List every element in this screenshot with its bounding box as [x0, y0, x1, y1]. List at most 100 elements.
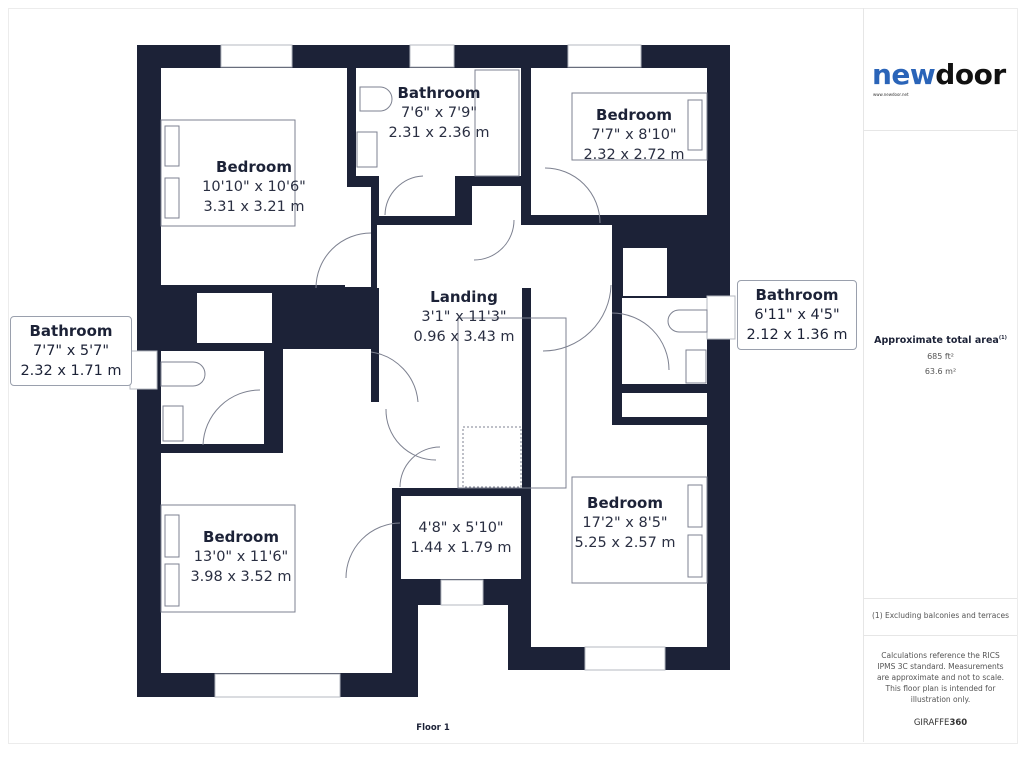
bed — [160, 119, 296, 227]
divider — [864, 635, 1017, 636]
room-size-imperial: 6'11" x 4'5" — [754, 307, 840, 323]
area-title: Approximate total area(1) — [864, 335, 1017, 346]
bed-pillow — [164, 514, 180, 558]
door-swing — [399, 446, 441, 488]
bed-pillow — [164, 563, 180, 607]
door-swing — [611, 312, 670, 371]
bathroom-top-floor — [356, 68, 521, 176]
room-size-metric: 3.31 x 3.21 m — [203, 199, 305, 215]
room-interiors — [161, 68, 707, 673]
disclaimer: Calculations reference the RICS IPMS 3C … — [876, 651, 1005, 704]
room-size-imperial: 10'10" x 10'6" — [202, 179, 306, 195]
door-swing — [202, 389, 261, 446]
room-name: Landing — [430, 288, 498, 306]
footnote-mark: (1) — [998, 335, 1007, 341]
cupboard-floor — [472, 186, 521, 226]
window — [129, 350, 158, 390]
window — [567, 44, 642, 68]
room-label-landing: Landing 3'1" x 11'3" 0.96 x 3.43 m — [413, 287, 514, 347]
bathroom-left-shower — [197, 293, 272, 343]
giraffe360-brand: GIRAFFE360 — [864, 718, 1017, 728]
room-size-imperial: 17'2" x 8'5" — [582, 515, 668, 531]
room-label-small-room: 4'8" x 5'10" 1.44 x 1.79 m — [410, 518, 511, 558]
footnote: (1) Excluding balconies and terraces — [872, 611, 1009, 620]
bed-pillow — [687, 534, 703, 578]
stair-landing — [462, 426, 522, 488]
sink — [356, 131, 378, 168]
bed — [160, 504, 296, 613]
toilet — [359, 86, 393, 112]
room-size-imperial: 13'0" x 11'6" — [193, 549, 289, 565]
bedroom-br-floor — [531, 425, 707, 647]
windows — [129, 44, 736, 698]
room-size-metric: 2.32 x 1.71 m — [20, 363, 122, 379]
area-ft: 685 ft² — [927, 352, 954, 361]
window — [214, 673, 341, 698]
room-name: Bathroom — [397, 84, 481, 102]
right-cupboard — [622, 393, 707, 417]
room-size-imperial: 7'6" x 7'9" — [400, 105, 478, 121]
divider — [864, 130, 1017, 131]
room-name: Bedroom — [587, 494, 663, 512]
room-name: Bedroom — [596, 106, 672, 124]
brand-part-2: 360 — [949, 718, 968, 728]
window — [584, 646, 666, 671]
room-size-metric: 2.31 x 2.36 m — [388, 125, 490, 141]
room-label-bedroom-bl: Bedroom 13'0" x 11'6" 3.98 x 3.52 m — [190, 527, 291, 587]
stairs — [457, 317, 567, 489]
bathroom-left-floor — [161, 351, 264, 444]
area-m: 63.6 m² — [924, 367, 957, 376]
callout-bathroom-right: Bathroom 6'11" x 4'5" 2.12 x 1.36 m — [737, 280, 857, 350]
window — [706, 295, 736, 340]
bedroom-tl-floor — [161, 68, 347, 285]
room-name: Bedroom — [216, 158, 292, 176]
corridor-floor — [283, 349, 371, 402]
sink — [685, 349, 707, 384]
area-title-text: Approximate total area — [874, 335, 999, 347]
door-swing — [384, 175, 424, 216]
landing-right — [531, 288, 612, 428]
room-size-metric: 2.32 x 2.72 m — [583, 147, 685, 163]
callout-bathroom-left: Bathroom 7'7" x 5'7" 2.32 x 1.71 m — [10, 316, 132, 386]
bathroom-top-lower — [379, 176, 455, 216]
door-swing — [473, 219, 515, 261]
room-size-metric: 5.25 x 2.57 m — [574, 535, 676, 551]
room-label-bathroom-top: Bathroom 7'6" x 7'9" 2.31 x 2.36 m — [388, 83, 489, 143]
room-label-bedroom-tl: Bedroom 10'10" x 10'6" 3.31 x 3.21 m — [202, 157, 306, 217]
room-size-imperial: 7'7" x 8'10" — [591, 127, 677, 143]
bed-pillow — [164, 125, 180, 167]
bathroom-right-shower — [623, 248, 667, 296]
bedroom-bl-floor — [161, 453, 392, 673]
logo-tagline: www.newdoor.net — [873, 92, 909, 97]
room-name: Bedroom — [203, 528, 279, 546]
window — [220, 44, 293, 68]
bed — [571, 92, 708, 161]
toilet — [667, 309, 708, 333]
landing-left — [379, 288, 522, 488]
window — [440, 579, 484, 606]
bed-pillow — [687, 484, 703, 528]
bed-pillow — [164, 177, 180, 219]
info-panel: newdoor www.newdoor.net Approximate tota… — [863, 8, 1017, 742]
door-swing — [370, 351, 419, 403]
brand-part-1: GIRAFFE — [913, 718, 950, 728]
room-size-imperial: 4'8" x 5'10" — [418, 520, 504, 536]
bed-pillow — [687, 99, 703, 151]
brand-logo: newdoor — [872, 58, 1006, 91]
floor-label: Floor 1 — [416, 723, 450, 733]
room-size-imperial: 7'7" x 5'7" — [32, 343, 109, 359]
door-swing — [544, 167, 601, 224]
door-swing — [385, 408, 437, 461]
landing-floor — [377, 225, 612, 288]
divider — [864, 598, 1017, 599]
door-swing — [315, 232, 372, 289]
door-swing — [542, 284, 612, 352]
room-label-bedroom-br: Bedroom 17'2" x 8'5" 5.25 x 2.57 m — [574, 493, 675, 553]
logo-part-2: door — [935, 58, 1006, 91]
door-swing — [345, 522, 401, 579]
room-size-imperial: 3'1" x 11'3" — [421, 309, 507, 325]
room-name: Bathroom — [755, 286, 839, 304]
furniture — [160, 69, 708, 613]
room-size-metric: 1.44 x 1.79 m — [410, 540, 512, 556]
